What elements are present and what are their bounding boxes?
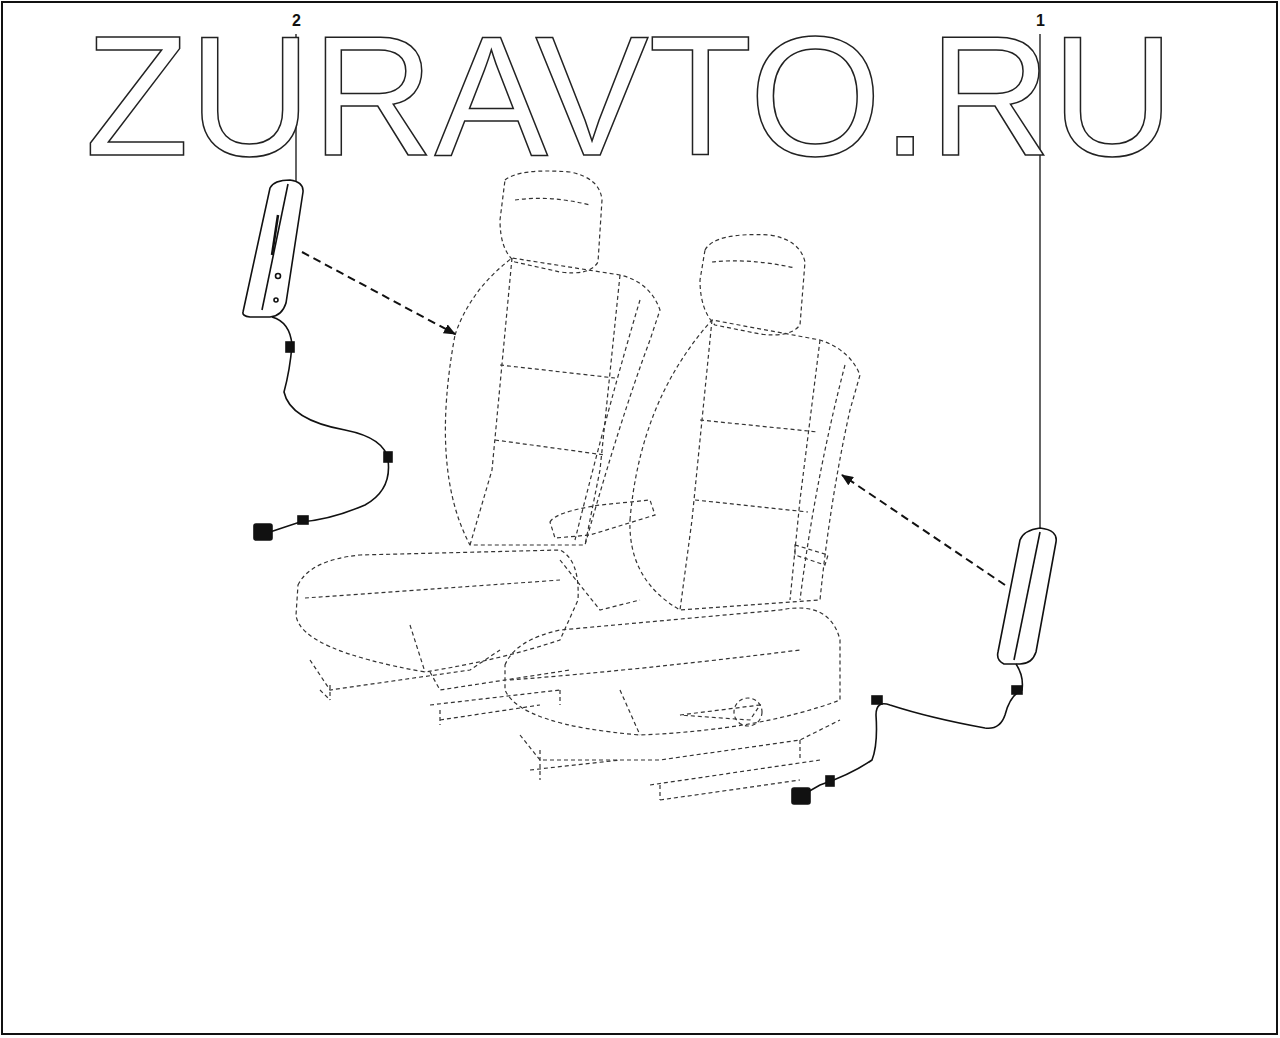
- side-airbag-module: [792, 528, 1056, 804]
- seat-drawing: [296, 171, 860, 800]
- side-airbag-module: [243, 180, 392, 540]
- install-arrow: [842, 475, 1005, 585]
- install-arrow: [302, 252, 455, 334]
- callout-number: 1: [1034, 12, 1047, 30]
- watermark: ZURAVTO.RU: [85, 11, 1174, 181]
